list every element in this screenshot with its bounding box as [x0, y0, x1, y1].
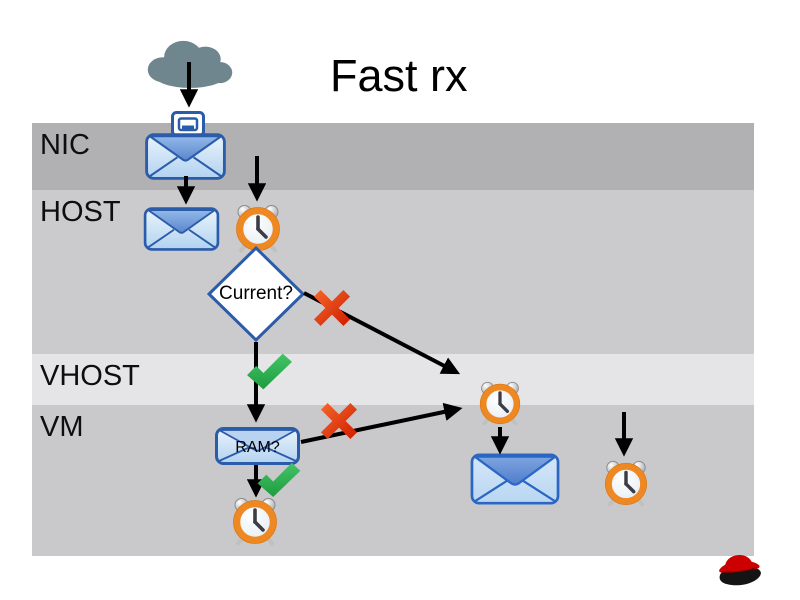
check-icon [255, 461, 303, 498]
alarm-clock-icon [602, 459, 650, 507]
lane-label-nic: NIC [40, 129, 90, 161]
ram-decision-label: RAM? [235, 438, 280, 456]
current-decision-diamond [207, 246, 305, 342]
ram-box-envelope-icon [215, 427, 300, 465]
lane-nic: NIC [32, 123, 754, 190]
cloud-icon [147, 40, 233, 88]
cross-icon [312, 289, 352, 327]
alarm-clock-icon [231, 496, 279, 546]
lane-label-vm: VM [40, 411, 84, 443]
redhat-logo [719, 555, 761, 586]
lane-vhost: VHOST [32, 354, 754, 405]
page-title: Fast rx [330, 50, 468, 101]
envelope-icon [142, 133, 229, 180]
envelope-icon [455, 453, 575, 505]
lane-label-host: HOST [40, 196, 121, 228]
ram-decision-box: RAM? [215, 427, 300, 465]
check-icon [245, 351, 294, 391]
cross-icon [320, 402, 358, 440]
alarm-clock-icon [476, 380, 524, 426]
lane-label-vhost: VHOST [40, 360, 140, 392]
envelope-icon [139, 207, 224, 251]
current-decision-label: Current? [219, 283, 293, 304]
